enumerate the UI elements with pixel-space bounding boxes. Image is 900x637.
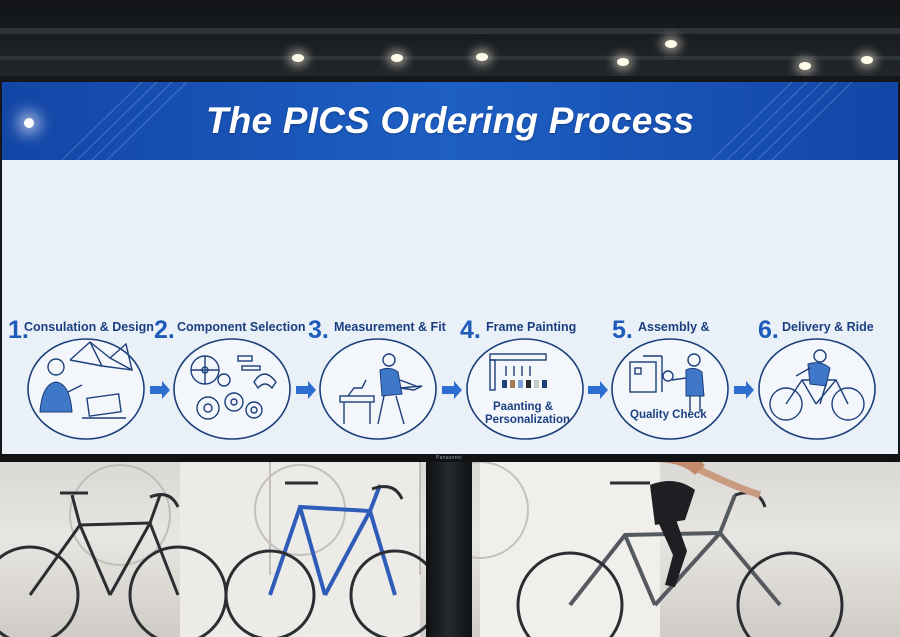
display-monitor: The PICS Ordering Process .num { font-fa… [0, 76, 900, 462]
step-circle [319, 338, 437, 440]
step-number: 3. [308, 316, 329, 344]
step-number: 2. [154, 316, 175, 344]
ceiling-light [617, 58, 629, 66]
bicycles-illustration [0, 455, 844, 637]
arrow-right-icon [734, 381, 754, 399]
step-number: 5. [612, 316, 633, 344]
display-screen: The PICS Ordering Process .num { font-fa… [2, 82, 898, 454]
ceiling-light [861, 56, 873, 64]
step-caption: Personalization [485, 414, 570, 426]
ceiling [0, 0, 900, 80]
step-5: 5. Assembly & Quality Check [611, 316, 729, 440]
step-number: 1. [8, 316, 29, 344]
monitor-stand [426, 462, 472, 637]
step-label: Frame Painting [486, 320, 576, 334]
arrow-right-icon [442, 381, 462, 399]
arrow-right-icon [150, 381, 170, 399]
step-4: 4. Frame Painting Paantin [460, 316, 584, 440]
title-banner: The PICS Ordering Process [2, 82, 898, 160]
step-circle [173, 338, 291, 440]
assembly-icon [629, 353, 705, 412]
ceiling-beam [0, 56, 900, 60]
step-6: 6. Delivery & Ride [758, 316, 876, 440]
cyclist-icon [769, 349, 865, 421]
ceiling-light [391, 54, 403, 62]
step-label: Component Selection [177, 320, 305, 334]
banner-decoration [61, 82, 853, 160]
brand-logo: Panasonic [435, 455, 463, 461]
process-steps: .num { font-family: "Liberation Sans", s… [8, 316, 876, 440]
step-circle [758, 338, 876, 440]
page-title: The PICS Ordering Process [205, 100, 695, 141]
step-caption: Quality Check [630, 409, 707, 421]
step-label: Consulation & Design [24, 320, 154, 334]
step-1: 1. Consulation & Design [8, 316, 154, 440]
fitting-icon [339, 353, 423, 425]
ceiling-light [799, 62, 811, 70]
step-caption: Paanting & [493, 401, 553, 413]
painting-icon [489, 353, 547, 391]
step-label: Delivery & Ride [782, 320, 874, 334]
step-label: Measurement & Fit [334, 320, 447, 334]
monitor-bezel [0, 454, 900, 462]
arrow-right-icon [588, 381, 608, 399]
ceiling-light [476, 53, 488, 61]
step-number: 6. [758, 316, 779, 344]
step-2: 2. Component Selection [154, 316, 305, 440]
step-circle [27, 338, 145, 440]
ceiling-light [665, 40, 677, 48]
ceiling-light [292, 54, 304, 62]
ceiling-beam [0, 28, 900, 34]
step-3: 3. Measurement & Fit [308, 316, 447, 440]
components-icon [190, 355, 277, 420]
step-label: Assembly & [638, 320, 710, 334]
light-glare [24, 118, 34, 128]
step-circle [466, 338, 584, 440]
designer-icon [39, 341, 133, 419]
arrow-right-icon [296, 381, 316, 399]
step-number: 4. [460, 316, 481, 344]
